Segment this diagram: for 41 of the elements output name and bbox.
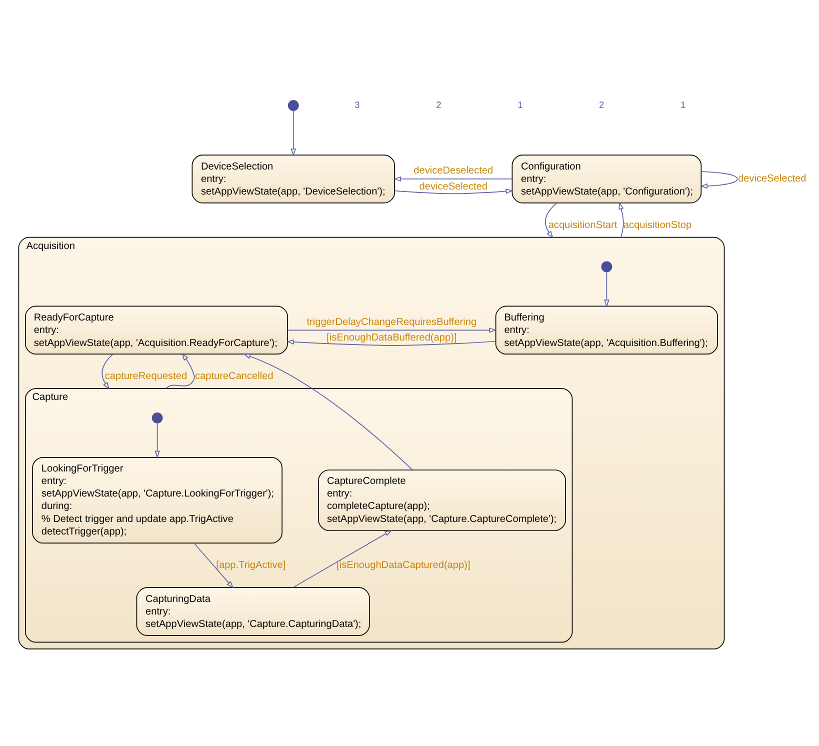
label: 2 (599, 100, 604, 110)
edge-label: [app.TrigActive] (216, 560, 286, 571)
label: 2 (436, 100, 442, 110)
edge-label: deviceSelected (419, 182, 488, 193)
label: 1 (680, 100, 686, 110)
arrow (287, 328, 497, 333)
edge-label: triggerDelayChangeRequiresBuffering (306, 316, 477, 328)
edge-label: [isEnoughDataCaptured(app)] (336, 560, 470, 571)
node-box: ReadyForCapture entry: setAppViewState(app, 'Acquisition.ReadyForCapture'); (25, 306, 288, 355)
node-circle (152, 412, 163, 424)
node-box: CapturingData entry: setAppViewState(app, 'Capture.CapturingData'); (136, 587, 370, 636)
edge-label: captureCancelled (195, 370, 274, 382)
arrow (102, 354, 114, 390)
arrow (286, 339, 496, 346)
node-box: DeviceSelection entry: setAppViewState(app, 'DeviceSelection'); (192, 154, 395, 204)
label: 1 (518, 100, 523, 110)
node-circle (601, 261, 612, 272)
arrow (394, 188, 514, 194)
edge-label: acquisitionStart (548, 220, 618, 231)
arrow (290, 110, 296, 156)
arrow (393, 176, 513, 182)
edge-label: deviceDeselected (414, 166, 494, 177)
arrow (165, 353, 195, 389)
edge-label: deviceSelected (738, 174, 806, 185)
arrow (154, 422, 160, 458)
arrow (545, 202, 558, 238)
edge-label: [isEnoughDataBuffered(app)] (326, 332, 457, 344)
arrow (292, 530, 392, 588)
arrow (618, 202, 624, 238)
node-box: CaptureComplete entry: completeCapture(app); setAppViewState(app, 'Capture.CaptureComplete'); (318, 470, 566, 531)
arrow (700, 171, 738, 189)
arrow (243, 354, 413, 470)
arrow (194, 542, 234, 589)
arrow (604, 272, 610, 308)
node-box: Configuration entry: setAppViewState(app, 'Configuration'); (512, 154, 702, 204)
node-box: LookingForTrigger entry: setAppViewState(app, 'Capture.LookingForTrigger'); during: % Detect trigger and update app.TrigActive detectTrigger(app); (32, 457, 282, 544)
edge-label: acquisitionStop (623, 220, 692, 231)
label: 3 (354, 100, 360, 110)
node-circle (288, 100, 299, 111)
edge-label: captureRequested (104, 370, 188, 382)
node-box: Buffering entry: setAppViewState(app, 'Acquisition.Buffering'); (495, 306, 718, 355)
